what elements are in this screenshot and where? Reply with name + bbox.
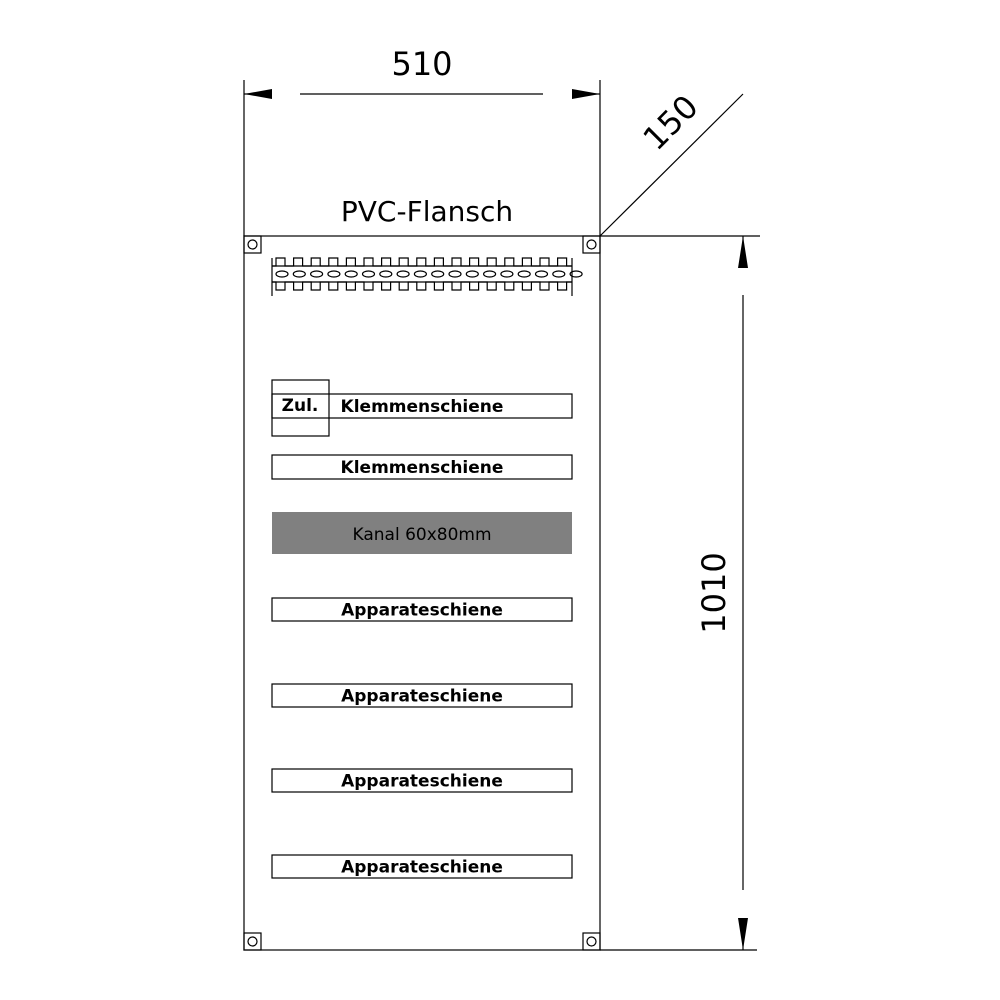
device-rail: Apparateschiene: [271, 854, 573, 879]
rail-slot: [534, 270, 549, 278]
arrow-right-icon: [572, 89, 600, 99]
rail-label: Apparateschiene: [341, 858, 503, 878]
terminal-rail: Klemmenschiene: [271, 454, 573, 480]
rail-slot: [292, 270, 306, 278]
arrow-left-icon: [244, 89, 272, 99]
depth-dimension: 150: [599, 88, 744, 237]
rail-outline: [271, 597, 573, 622]
flange-label: PVC-Flansch: [341, 195, 513, 228]
rail-slot: [569, 270, 583, 278]
rail-outline: [271, 683, 573, 708]
mounting-plate: [243, 235, 601, 951]
height-value: 1010: [695, 552, 733, 633]
rail-slot: [396, 270, 410, 278]
depth-value: 150: [636, 88, 706, 158]
device-rail: Apparateschiene: [271, 597, 573, 622]
rail-slot: [552, 270, 566, 278]
rail-label: Klemmenschiene: [341, 397, 504, 417]
feed-label: Zul.: [282, 396, 319, 416]
mounting-hole-top-left: [243, 235, 262, 254]
rail-slot: [310, 270, 324, 278]
rail-outline: [271, 854, 573, 879]
arrow-down-icon: [738, 918, 748, 950]
rail-slot: [379, 270, 393, 278]
rail-outline: [271, 393, 573, 419]
device-rail: Apparateschiene: [271, 683, 573, 708]
rail-label: Apparateschiene: [341, 687, 503, 707]
mounting-hole-bottom-left: [243, 932, 262, 951]
terminal-rail: Klemmenschiene: [271, 393, 573, 419]
rail-slot: [448, 270, 462, 278]
width-dimension: 510: [243, 45, 601, 236]
arrow-up-icon: [738, 236, 748, 268]
rail-teeth-top: [272, 257, 572, 267]
duct-rail: Kanal 60x80mm: [272, 512, 572, 554]
rail-label: Klemmenschiene: [341, 458, 504, 478]
rail-slot: [483, 270, 497, 278]
rail-outline: [272, 512, 572, 554]
rail-slot: [327, 270, 341, 278]
mounting-hole-top-right: [582, 235, 601, 254]
rail-label: Apparateschiene: [341, 772, 503, 792]
rail-slot: [465, 270, 479, 278]
rail-slot: [361, 270, 376, 278]
height-dimension: 1010: [600, 235, 760, 951]
rail-label: Kanal 60x80mm: [352, 525, 491, 545]
mounting-hole-bottom-right: [582, 932, 601, 951]
rail-slot: [275, 270, 289, 278]
width-value: 510: [391, 45, 452, 83]
feed-box: Zul.: [271, 379, 330, 437]
rail-slot: [431, 270, 445, 278]
rail-label: Apparateschiene: [341, 601, 503, 621]
top-comb-rail: [271, 257, 583, 296]
rail-slot: [344, 270, 358, 278]
rail-teeth-bottom: [272, 281, 572, 291]
rail-slot: [517, 270, 531, 278]
device-rail: Apparateschiene: [271, 768, 573, 793]
rail-outline: [271, 454, 573, 480]
rail-outline: [271, 768, 573, 793]
rail-slot: [500, 270, 514, 278]
rail-slot: [413, 270, 427, 278]
